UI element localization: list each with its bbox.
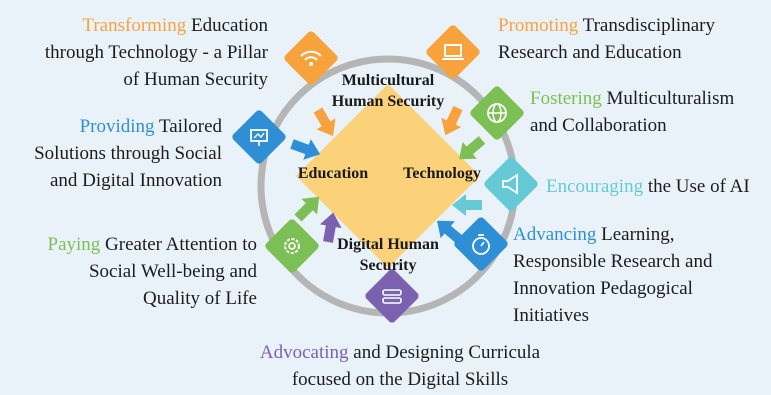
center-left-text: Education <box>297 165 369 182</box>
arrow-encouraging <box>452 194 482 216</box>
arrow-fostering <box>459 136 486 160</box>
label-encouraging: Encouraging the Use of AI <box>546 173 750 200</box>
label-promoting: Promoting Transdisciplinary Research and… <box>498 12 715 66</box>
keyword-paying: Paying <box>47 234 101 255</box>
center-bottom-label: Digital Human Security <box>318 234 458 276</box>
label-encouraging-line-1: the Use of AI <box>647 176 750 197</box>
keyword-advocating: Advocating <box>259 342 349 363</box>
wifi-icon <box>284 31 338 85</box>
label-providing-line-2: Solutions through Social <box>34 143 222 164</box>
label-advocating-line-2: focused on the Digital Skills <box>291 369 509 390</box>
center-left-label: Education <box>283 163 383 184</box>
globe-icon <box>470 86 524 140</box>
label-providing: Providing Tailored Solutions through Soc… <box>34 113 222 194</box>
label-fostering: Fostering Multiculturalism and Collabora… <box>530 85 734 139</box>
label-advancing: Advancing Learning, Responsible Research… <box>513 221 712 329</box>
arrow-advancing <box>437 220 464 244</box>
center-top-label: Multicultural Human Security <box>318 70 458 112</box>
stopwatch-icon <box>454 217 508 271</box>
label-transforming: Transforming Education through Technolog… <box>45 12 268 93</box>
label-advocating: Advocating and Designing Curricula focus… <box>230 339 570 393</box>
arrow-paying <box>294 196 320 222</box>
label-transforming-line-2: through Technology - a Pillar <box>44 42 268 63</box>
label-providing-line-1: Tailored <box>158 116 222 137</box>
center-top-line-2: Human Security <box>331 93 445 110</box>
center-bottom-line-2: Security <box>359 257 417 274</box>
label-advancing-line-4: Initiatives <box>513 305 589 326</box>
center-right-text: Technology <box>403 165 481 182</box>
laptop-icon <box>426 25 480 79</box>
keyword-fostering: Fostering <box>530 88 602 109</box>
label-promoting-line-1: Transdisciplinary <box>582 15 715 36</box>
center-diamond <box>296 84 480 268</box>
label-providing-line-3: and Digital Innovation <box>49 170 222 191</box>
gear-icon <box>265 219 319 273</box>
label-paying-line-2: Social Well-being and <box>88 261 257 282</box>
keyword-promoting: Promoting <box>498 15 579 36</box>
arrow-providing <box>290 139 321 160</box>
label-transforming-line-1: Education <box>190 15 268 36</box>
database-icon <box>365 269 419 323</box>
arrow-transforming <box>313 107 336 136</box>
arrow-promoting <box>441 105 463 136</box>
label-paying-line-3: Quality of Life <box>143 288 257 309</box>
megaphone-icon <box>484 157 538 211</box>
keyword-advancing: Advancing <box>513 224 597 245</box>
center-right-label: Technology <box>392 163 492 184</box>
label-advancing-line-3: Innovation Pedagogical <box>513 278 693 299</box>
label-promoting-line-2: Research and Education <box>498 42 682 63</box>
keyword-providing: Providing <box>79 116 155 137</box>
label-fostering-line-2: and Collaboration <box>530 115 667 136</box>
presentation-icon <box>232 110 286 164</box>
label-transforming-line-3: of Human Security <box>123 69 268 90</box>
center-bottom-line-1: Digital Human <box>337 236 439 253</box>
label-paying: Paying Greater Attention to Social Well-… <box>48 231 258 312</box>
label-advocating-line-1: and Designing Curricula <box>353 342 541 363</box>
keyword-encouraging: Encouraging <box>546 176 644 197</box>
keyword-transforming: Transforming <box>82 15 187 36</box>
label-paying-line-1: Greater Attention to <box>105 234 257 255</box>
center-top-line-1: Multicultural <box>341 72 435 89</box>
label-advancing-line-2: Responsible Research and <box>513 251 713 272</box>
arrow-advocating <box>319 212 342 243</box>
label-fostering-line-1: Multiculturalism <box>606 88 735 109</box>
label-advancing-line-1: Learning, <box>601 224 675 245</box>
